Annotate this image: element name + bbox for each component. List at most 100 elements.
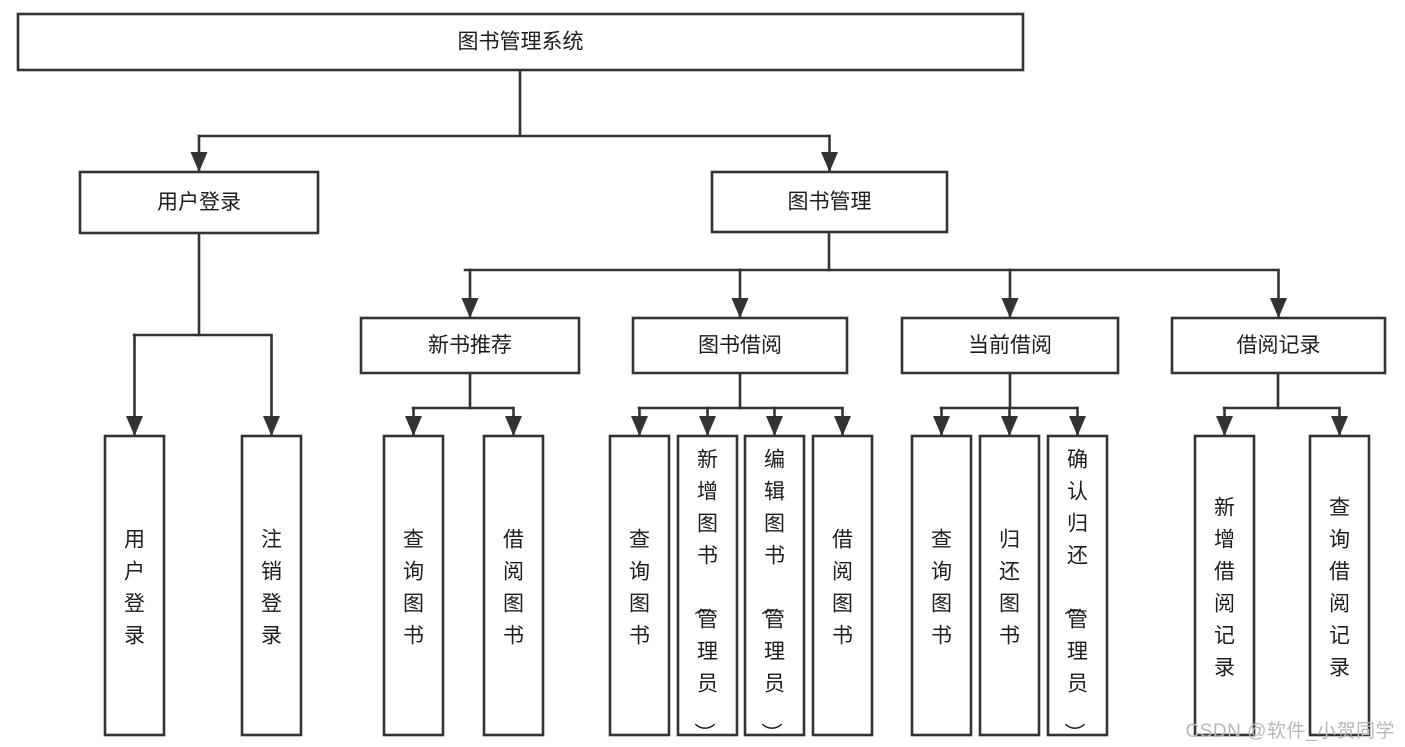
node-box-user-login[interactable] xyxy=(78,170,320,235)
edge-book-management-to-borrow-record xyxy=(1270,268,1287,319)
arrow-head-icon xyxy=(1001,298,1019,318)
node-label-user-login: 用户登录 xyxy=(157,191,241,214)
arrow-head-icon xyxy=(1069,416,1086,436)
node-box-leaf-user-login[interactable] xyxy=(103,434,166,737)
edge-user-login-to-leaf-user-login xyxy=(126,333,143,437)
arrow-head-icon xyxy=(933,416,950,436)
edge-current-borrow-to-leaf-return-book xyxy=(1001,406,1018,437)
node-leaf-user-login[interactable]: 用户登录 xyxy=(103,434,166,737)
node-label-borrow-record: 借阅记录 xyxy=(1237,334,1321,357)
edge-root-to-book-management xyxy=(821,134,838,173)
node-label-leaf-borrow-book-recommend: 借阅图书 xyxy=(503,528,524,647)
node-leaf-edit-book-admin[interactable]: 编辑图书（管理员） xyxy=(743,434,806,743)
node-leaf-add-borrow-record[interactable]: 新增借阅记录 xyxy=(1193,434,1256,737)
edge-book-borrow-to-leaf-query-book-borrow xyxy=(631,406,648,437)
edge-book-management-to-current-borrow xyxy=(1001,268,1019,319)
connector-group-bus-book-borrow xyxy=(637,371,844,410)
node-label-leaf-borrow-book: 借阅图书 xyxy=(832,528,853,647)
arrow-head-icon xyxy=(263,416,280,436)
node-leaf-logout[interactable]: 注销登录 xyxy=(240,434,303,737)
node-box-leaf-logout[interactable] xyxy=(240,434,303,737)
node-box-current-borrow[interactable] xyxy=(900,316,1120,375)
node-leaf-confirm-return-admin[interactable]: 确认归还（管理员） xyxy=(1046,434,1109,743)
edge-borrow-record-to-leaf-add-borrow-record xyxy=(1216,406,1233,437)
connector-group-bus-new-book-recommend xyxy=(411,371,515,410)
arrow-head-icon xyxy=(1216,416,1233,436)
node-label-leaf-confirm-return-admin: 确认归还（管理员） xyxy=(1062,448,1088,743)
node-label-book-management: 图书管理 xyxy=(788,191,872,214)
nodes-layer: 图书管理系统用户登录图书管理新书推荐图书借阅当前借阅借阅记录用户登录注销登录查询… xyxy=(16,12,1387,743)
node-root[interactable]: 图书管理系统 xyxy=(16,12,1025,72)
arrow-head-icon xyxy=(699,416,716,436)
edge-user-login-to-leaf-logout xyxy=(263,333,280,437)
node-box-new-book-recommend[interactable] xyxy=(359,316,581,375)
connector-group-bus-book-management xyxy=(463,230,1279,272)
arrow-head-icon xyxy=(631,416,648,436)
node-label-leaf-query-borrow-record: 查询借阅记录 xyxy=(1329,496,1350,679)
node-leaf-query-book-recommend[interactable]: 查询图书 xyxy=(382,434,445,737)
node-box-borrow-record[interactable] xyxy=(1170,316,1387,375)
node-box-book-management[interactable] xyxy=(710,170,949,234)
node-book-borrow[interactable]: 图书借阅 xyxy=(631,316,849,375)
node-label-leaf-user-login: 用户登录 xyxy=(124,528,145,647)
node-label-root: 图书管理系统 xyxy=(458,31,584,54)
node-label-leaf-query-book-current: 查询图书 xyxy=(931,528,952,647)
node-book-management[interactable]: 图书管理 xyxy=(710,170,949,234)
arrow-head-icon xyxy=(731,298,749,318)
node-leaf-add-book-admin[interactable]: 新增图书（管理员） xyxy=(676,434,739,743)
node-borrow-record[interactable]: 借阅记录 xyxy=(1170,316,1387,375)
node-label-book-borrow: 图书借阅 xyxy=(698,334,782,357)
arrow-head-icon xyxy=(834,416,851,436)
node-leaf-return-book[interactable]: 归还图书 xyxy=(978,434,1041,737)
node-box-leaf-add-book-admin[interactable] xyxy=(676,434,739,737)
connector-group-bus-current-borrow xyxy=(939,371,1079,410)
node-user-login[interactable]: 用户登录 xyxy=(78,170,320,235)
connectors-layer xyxy=(126,68,1348,437)
node-box-leaf-borrow-book[interactable] xyxy=(811,434,874,737)
node-leaf-query-borrow-record[interactable]: 查询借阅记录 xyxy=(1308,434,1371,737)
arrow-head-icon xyxy=(766,416,783,436)
edge-new-book-recommend-to-leaf-query-book-recommend xyxy=(405,406,422,437)
node-box-book-borrow[interactable] xyxy=(631,316,849,375)
node-box-root[interactable] xyxy=(16,12,1025,72)
node-box-leaf-add-borrow-record[interactable] xyxy=(1193,434,1256,737)
node-label-leaf-add-borrow-record: 新增借阅记录 xyxy=(1214,496,1235,679)
node-box-leaf-query-borrow-record[interactable] xyxy=(1308,434,1371,737)
node-label-leaf-query-book-recommend: 查询图书 xyxy=(403,528,424,647)
arrow-head-icon xyxy=(1331,416,1348,436)
node-label-leaf-return-book: 归还图书 xyxy=(999,528,1020,647)
node-box-leaf-query-book-current[interactable] xyxy=(910,434,973,737)
edge-book-borrow-to-leaf-add-book-admin xyxy=(699,406,716,437)
node-box-leaf-confirm-return-admin[interactable] xyxy=(1046,434,1109,737)
node-box-leaf-borrow-book-recommend[interactable] xyxy=(482,434,545,737)
node-leaf-borrow-book-recommend[interactable]: 借阅图书 xyxy=(482,434,545,737)
node-current-borrow[interactable]: 当前借阅 xyxy=(900,316,1120,375)
arrow-head-icon xyxy=(126,416,143,436)
node-label-new-book-recommend: 新书推荐 xyxy=(428,334,512,357)
node-leaf-query-book-current[interactable]: 查询图书 xyxy=(910,434,973,737)
node-label-current-borrow: 当前借阅 xyxy=(968,334,1052,357)
arrow-head-icon xyxy=(461,298,479,318)
node-box-leaf-query-book-recommend[interactable] xyxy=(382,434,445,737)
node-leaf-query-book-borrow[interactable]: 查询图书 xyxy=(608,434,671,737)
node-label-leaf-add-book-admin: 新增图书（管理员） xyxy=(692,448,718,743)
edge-root-to-user-login xyxy=(190,134,208,173)
arrow-head-icon xyxy=(1270,298,1287,318)
connector-group-bus-borrow-record xyxy=(1222,371,1341,410)
edge-new-book-recommend-to-leaf-borrow-book-recommend xyxy=(505,406,522,437)
node-label-leaf-logout: 注销登录 xyxy=(261,528,282,647)
edge-current-borrow-to-leaf-confirm-return-admin xyxy=(1069,406,1086,437)
edge-book-borrow-to-leaf-edit-book-admin xyxy=(766,406,783,437)
connector-group-bus-root xyxy=(197,68,831,138)
node-leaf-borrow-book[interactable]: 借阅图书 xyxy=(811,434,874,737)
arrow-head-icon xyxy=(821,152,838,172)
node-box-leaf-query-book-borrow[interactable] xyxy=(608,434,671,737)
node-label-leaf-edit-book-admin: 编辑图书（管理员） xyxy=(759,448,785,743)
edge-current-borrow-to-leaf-query-book-current xyxy=(933,406,950,437)
arrow-head-icon xyxy=(190,152,208,172)
edge-book-management-to-new-book-recommend xyxy=(461,268,479,319)
node-new-book-recommend[interactable]: 新书推荐 xyxy=(359,316,581,375)
node-box-leaf-return-book[interactable] xyxy=(978,434,1041,737)
node-box-leaf-edit-book-admin[interactable] xyxy=(743,434,806,737)
